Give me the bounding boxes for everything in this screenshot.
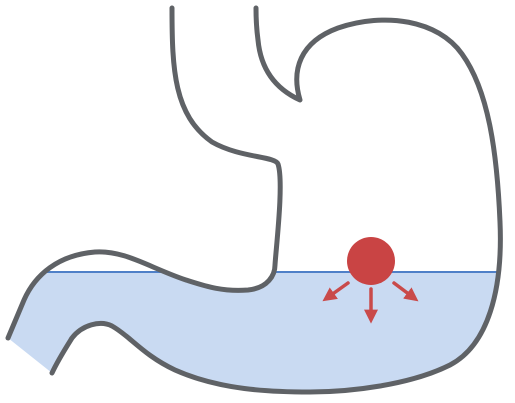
tablet-dot [347,237,395,285]
gastric-fluid [0,272,515,403]
